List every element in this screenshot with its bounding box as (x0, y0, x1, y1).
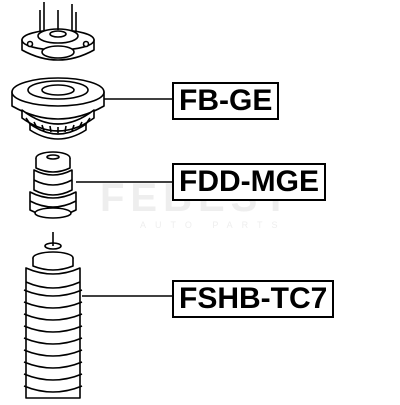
part-number-label-mount: FB-GE (172, 82, 280, 120)
part-number-label-bumper: FDD-MGE (172, 163, 326, 201)
strut-bearing (11, 77, 105, 140)
strut-mount-plate (21, 2, 95, 61)
bump-stop (29, 151, 77, 219)
part-number-label-boot: FSHB-TC7 (172, 280, 335, 318)
dust-boot (23, 232, 83, 399)
